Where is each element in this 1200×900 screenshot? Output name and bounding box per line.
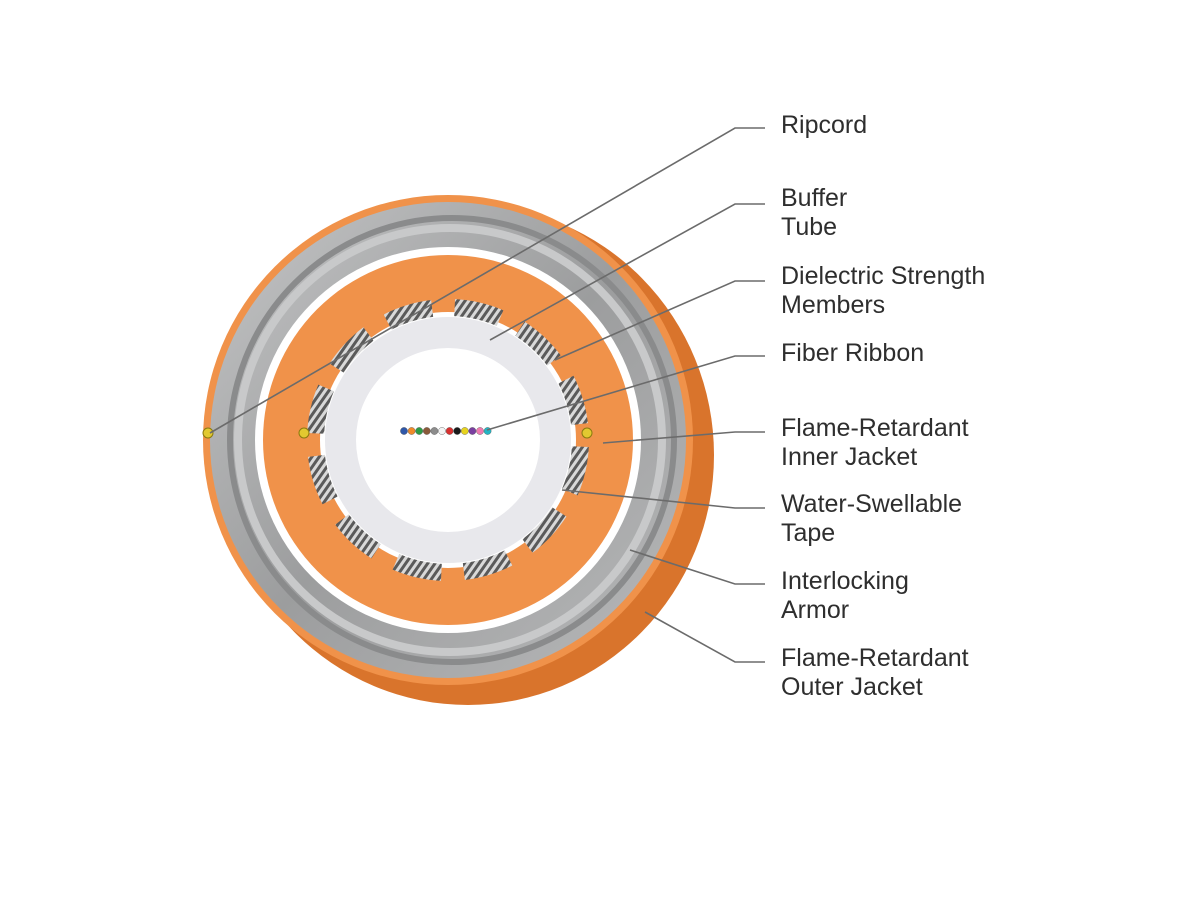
fiber-ribbon [400, 427, 492, 435]
fiber-strand [453, 427, 462, 435]
armor-inner-edge [227, 215, 677, 665]
ripcord-inner-left [298, 427, 310, 439]
leader-dielectric-strength-members [554, 280, 765, 361]
labels: Ripcord Buffer Tube Dielectric Strength … [781, 111, 992, 701]
leader-interlocking-armor [629, 549, 765, 585]
label-ripcord: Ripcord [781, 111, 867, 139]
strength-member-segment [335, 514, 381, 559]
leader-outer-jacket [644, 611, 765, 663]
strength-member-segment [462, 550, 513, 580]
fiber-strand [400, 427, 408, 435]
fiber-strand [476, 427, 484, 435]
ripcord-inner-right [581, 427, 593, 439]
leader-lines [209, 127, 765, 663]
fiber-strand [422, 427, 431, 435]
strength-member-segment [562, 446, 589, 496]
strength-member-segment [307, 384, 334, 434]
strength-member-segment [558, 375, 588, 426]
label-fiber-ribbon: Fiber Ribbon [781, 339, 924, 367]
strength-member-segment [392, 554, 442, 581]
fiber-strand [415, 427, 424, 435]
leader-water-swellable-tape [561, 489, 765, 509]
fiber-strand [460, 427, 469, 435]
label-inner-jacket: Flame-Retardant Inner Jacket [781, 414, 976, 471]
label-outer-jacket: Flame-Retardant Outer Jacket [781, 644, 976, 701]
fiber-strand [430, 427, 439, 435]
label-buffer-tube: Buffer Tube [781, 184, 854, 241]
ripcord-outer [202, 427, 214, 439]
dielectric-strength-members [307, 299, 589, 581]
strength-member-segment [522, 507, 567, 553]
label-water-swellable-tape: Water-Swellable Tape [781, 490, 969, 547]
label-dielectric-strength-members: Dielectric Strength Members [781, 262, 992, 319]
fiber-strand [438, 427, 446, 435]
leader-inner-jacket [602, 431, 765, 444]
armor-inner-highlight [234, 224, 666, 656]
fiber-strand [407, 427, 416, 435]
ripcords [202, 427, 593, 439]
buffer-tube-bore [356, 348, 540, 532]
label-interlocking-armor: Interlocking Armor [781, 567, 916, 624]
strength-member-segment [308, 454, 338, 505]
fiber-strand [468, 427, 477, 435]
leader-buffer-tube [489, 203, 765, 341]
leader-ripcord [209, 127, 765, 434]
strength-member-segment [454, 299, 504, 326]
strength-member-segment [383, 300, 434, 330]
fiber-strand [445, 427, 454, 435]
strength-member-segment [515, 321, 561, 366]
leader-fiber-ribbon [486, 355, 765, 431]
